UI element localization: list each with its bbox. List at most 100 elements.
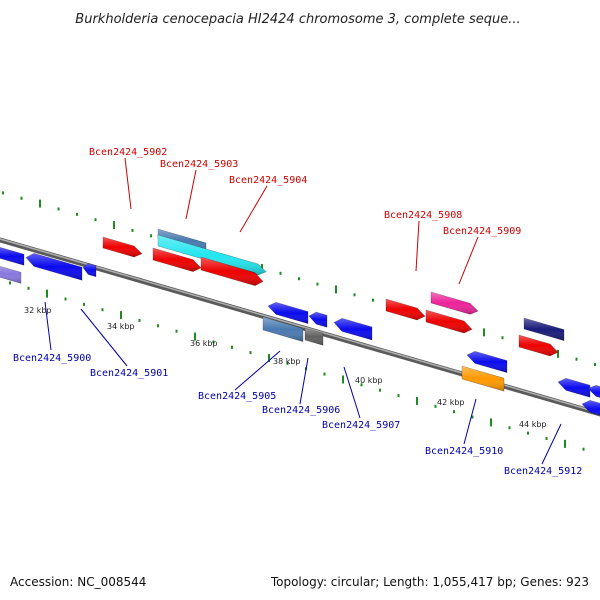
gene-arrow-5906 xyxy=(304,327,324,346)
gene-arrow-5903 xyxy=(157,234,267,276)
tick-label: 32 kbp xyxy=(24,306,52,315)
leader-line-5908 xyxy=(415,220,420,272)
genes xyxy=(0,228,600,416)
leader-line-5905 xyxy=(234,350,281,391)
guide-dot-lower xyxy=(268,354,270,363)
gene-leader-lines xyxy=(44,157,562,465)
gene-label-5901[interactable]: Bcen2424_5901 xyxy=(90,368,168,379)
guide-dot-lower xyxy=(416,396,418,405)
guide-dot-lower xyxy=(157,324,159,328)
gene-label-5904[interactable]: Bcen2424_5904 xyxy=(229,175,307,186)
guide-dot-upper xyxy=(372,298,374,302)
guide-dot-upper xyxy=(557,349,559,358)
guide-dot-lower xyxy=(46,289,48,298)
guide-dot-upper xyxy=(39,199,41,208)
gene-arrow-left-edge xyxy=(0,247,25,266)
guide-dot-lower xyxy=(379,388,381,392)
guide-dot-lower xyxy=(9,281,11,285)
tick-label: 42 kbp xyxy=(437,398,465,407)
guide-dot-upper xyxy=(575,357,578,361)
dotted-guides xyxy=(2,191,596,451)
gene-arrow-5907 xyxy=(333,317,373,341)
tick-labels: 32 kbp 34 kbp 36 kbp 38 kbp 40 kbp 42 kbp 44 k… xyxy=(24,306,547,429)
guide-dot-upper xyxy=(113,221,115,230)
guide-dot-lower xyxy=(342,375,344,384)
leader-line-5903 xyxy=(185,169,197,220)
gene-arrow-5904 xyxy=(200,256,264,286)
guide-dot-lower xyxy=(83,302,85,306)
gene-arrow-5900 xyxy=(25,252,83,281)
tick-label: 36 kbp xyxy=(190,339,218,348)
guide-dot-upper xyxy=(501,336,504,340)
gene-arrow-5904a xyxy=(152,247,202,272)
guide-dot-lower xyxy=(231,345,233,349)
guide-dot-lower xyxy=(27,286,30,290)
guide-dot-lower xyxy=(582,447,585,451)
guide-dot-lower xyxy=(249,351,252,355)
leader-line-5902 xyxy=(124,157,132,210)
gene-arrow-5902 xyxy=(102,236,143,258)
guide-dot-lower xyxy=(453,410,455,414)
gene-arrow-5908 xyxy=(425,309,473,334)
guide-dot-lower xyxy=(175,329,178,333)
guide-dot-upper xyxy=(483,328,485,337)
gene-label-5900[interactable]: Bcen2424_5900 xyxy=(13,353,91,364)
guide-dot-lower xyxy=(564,439,566,448)
guide-dot-lower xyxy=(360,383,363,387)
guide-dot-upper xyxy=(279,271,282,275)
guide-dot-lower xyxy=(286,361,289,365)
guide-dot-lower xyxy=(138,318,141,322)
gene-label-5909[interactable]: Bcen2424_5909 xyxy=(443,226,521,237)
gene-arrow-navy xyxy=(523,317,565,341)
topology-text: Topology: circular; Length: 1,055,417 bp… xyxy=(270,575,589,589)
gene-label-5906[interactable]: Bcen2424_5906 xyxy=(262,405,340,416)
gene-arrow-blue-right xyxy=(466,351,508,373)
gene-label-5908[interactable]: Bcen2424_5908 xyxy=(384,210,462,221)
guide-dot-upper xyxy=(2,191,4,195)
gene-arrow-red-right xyxy=(518,334,559,357)
gene-label-5902[interactable]: Bcen2424_5902 xyxy=(89,147,167,158)
gene-label-5903[interactable]: Bcen2424_5903 xyxy=(160,159,238,170)
guide-dot-upper xyxy=(298,277,300,281)
leader-line-5904 xyxy=(239,185,268,233)
guide-dot-lower xyxy=(64,297,67,301)
guide-dot-lower xyxy=(527,431,529,435)
gene-arrow-lavender xyxy=(0,266,22,284)
leader-line-5909 xyxy=(458,236,479,285)
tick-label: 38 kbp xyxy=(273,357,301,366)
tick-label: 34 kbp xyxy=(107,322,135,331)
guide-dot-upper xyxy=(316,282,319,286)
guide-dot-lower xyxy=(397,394,400,398)
gene-label-5905[interactable]: Bcen2424_5905 xyxy=(198,391,276,402)
guide-dot-lower xyxy=(471,415,474,419)
tick-label: 40 kbp xyxy=(355,376,383,385)
guide-dot-upper xyxy=(20,196,23,200)
gene-arrow-5908a xyxy=(385,298,426,321)
guide-dot-lower xyxy=(120,311,122,320)
gene-arrow-5912a xyxy=(557,378,591,398)
gene-arrow-5905a xyxy=(308,311,328,328)
map-title: Burkholderia cenocepacia HI2424 chromoso… xyxy=(75,12,520,27)
guide-dot-lower xyxy=(508,426,511,430)
leader-line-5900 xyxy=(44,301,52,351)
gene-arrow-blue-mid xyxy=(267,302,309,324)
guide-dot-upper xyxy=(335,285,337,294)
guide-dot-upper xyxy=(353,293,356,297)
leader-line-5901 xyxy=(80,308,128,367)
accession-text: Accession: NC_008544 xyxy=(10,575,146,589)
tick-label: 44 kbp xyxy=(519,420,547,429)
guide-dot-lower xyxy=(434,404,437,408)
leader-line-5907 xyxy=(343,366,361,419)
gene-labels: Bcen2424_5902Bcen2424_5903Bcen2424_5904B… xyxy=(13,147,582,477)
gene-arrow-5910 xyxy=(461,365,505,392)
guide-dot-upper xyxy=(94,218,97,222)
guide-dot-lower xyxy=(212,340,215,344)
leader-line-5910 xyxy=(463,398,477,445)
gene-label-5907[interactable]: Bcen2424_5907 xyxy=(322,420,400,431)
gene-label-5910[interactable]: Bcen2424_5910 xyxy=(425,446,503,457)
guide-dot-lower xyxy=(490,418,492,427)
guide-dot-lower xyxy=(101,308,104,312)
gene-label-5912[interactable]: Bcen2424_5912 xyxy=(504,466,582,477)
guide-dot-upper xyxy=(57,207,60,211)
leader-line-5912 xyxy=(541,423,562,465)
